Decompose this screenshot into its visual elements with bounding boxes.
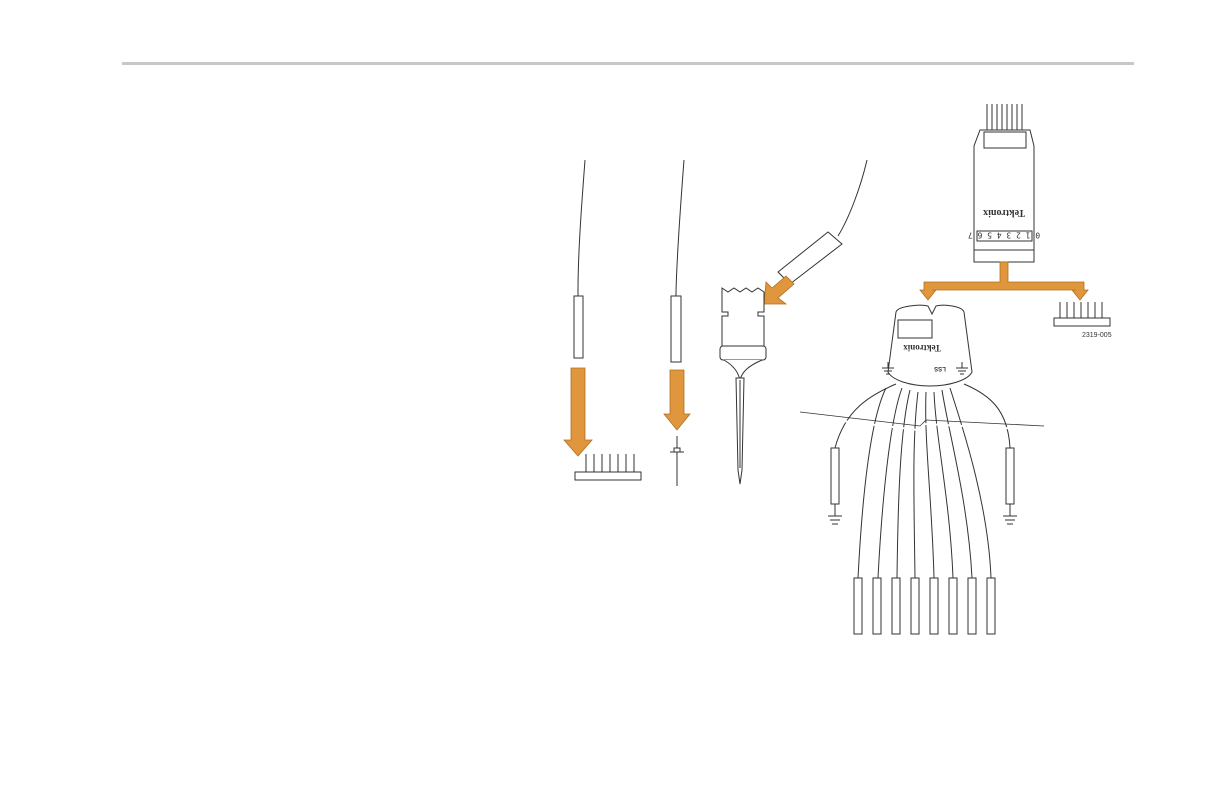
connector-brand-label: Tektronix xyxy=(983,207,1025,218)
hook-clip xyxy=(720,160,867,484)
signal-lead-tips xyxy=(854,578,995,634)
connector-pins xyxy=(987,104,1022,130)
split-arrow-icon xyxy=(920,262,1088,300)
lead-set-body: Tektronix LSS xyxy=(800,305,1044,634)
down-arrow-icon xyxy=(564,368,592,456)
lead-set-connector: Tektronix 0 1 2 3 4 5 6 7 xyxy=(968,104,1040,262)
lead-wires xyxy=(835,384,1010,578)
ground-symbol-icon xyxy=(1003,516,1017,524)
lead-with-single-pin xyxy=(664,160,690,486)
lss-label: LSS xyxy=(934,365,946,371)
down-arrow-icon xyxy=(664,370,690,430)
square-pin xyxy=(670,436,684,486)
pin-header xyxy=(575,454,641,480)
connector-channel-digits: 0 1 2 3 4 5 6 7 xyxy=(968,231,1040,240)
diagonal-arrow-icon xyxy=(764,276,794,304)
figure-id-label: 2319-005 xyxy=(1082,332,1112,339)
small-pin-header: 2319-005 xyxy=(1054,302,1112,339)
ground-symbol-icon xyxy=(828,516,842,524)
body-brand-label: Tektronix xyxy=(903,343,941,353)
lead-with-pin-header xyxy=(564,160,641,480)
